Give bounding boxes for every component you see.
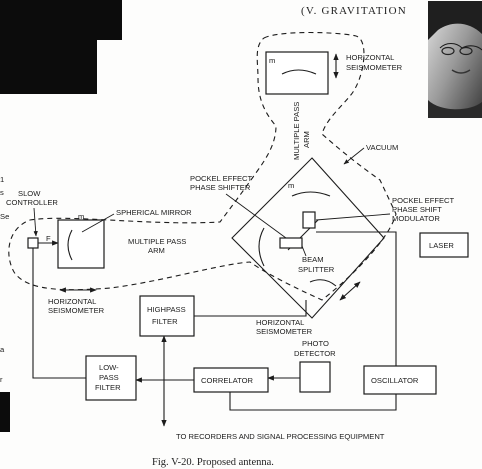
highpass-label-2: FILTER [152,317,178,326]
lowpass-label-3: FILTER [95,383,121,392]
center-bottom-mirror [310,280,336,286]
photo-detector-label-2: DETECTOR [294,349,336,358]
pockel-shifter-label-2: PHASE SHIFTER [190,183,251,192]
correlator-label: CORRELATOR [201,376,254,385]
laser-label: LASER [429,241,454,250]
scan-artifact-mid [0,40,97,94]
photo-detector-label-1: PHOTO [302,339,329,348]
horizontal-arm-label-1: MULTIPLE PASS [128,237,186,246]
pockel-phase-shifter-block [280,238,302,248]
pockel-modulator-label-3: MODULATOR [392,214,440,223]
vertical-arm-label-2: ARM [302,131,311,148]
pockel-modulator-label-1: POCKEL EFFECT [392,196,455,205]
margin-fragment-1: 1 [0,175,4,184]
pockel-shifter-leader [226,194,286,238]
center-seismometer-label-1: HORIZONTAL [256,318,304,327]
margin-fragment-2: s [0,188,4,197]
lowpass-label-2: PASS [99,373,119,382]
beam-splitter-label-1: BEAM [302,255,324,264]
highpass-filter-box [140,296,194,336]
central-vacuum-chamber [232,158,384,318]
beam-splitter-label-2: SPLITTER [298,265,335,274]
scan-artifact-top [0,0,122,40]
double-arrow-icon [340,282,360,300]
oscillator-label: OSCILLATOR [371,376,419,385]
slow-controller-leader [34,208,36,236]
margin-fragment-5: r [0,375,3,384]
figure-caption: Fig. V-20. Proposed antenna. [152,457,274,468]
oscillator-correlator-line [230,392,396,410]
slow-controller-label-2: CONTROLLER [6,198,58,207]
highpass-label-1: HIGHPASS [147,305,186,314]
top-seismometer-label-2: SEISMOMETER [346,63,403,72]
photo-detector-box [300,362,330,392]
center-left-mirror [259,228,264,266]
force-actuator [28,238,38,248]
center-seismometer-label-2: SEISMOMETER [256,327,313,336]
left-seismometer-label-2: SEISMOMETER [48,306,105,315]
top-mass-label: m [269,56,275,65]
pockel-modulator-label-2: PHASE SHIFT [392,205,442,214]
left-mass-label: m [78,212,84,221]
force-label: F [46,234,51,243]
recorders-label: TO RECORDERS AND SIGNAL PROCESSING EQUIP… [176,432,385,441]
center-top-mirror [292,192,330,196]
left-seismometer-mass [58,220,104,268]
horizontal-arm-label-2: ARM [148,246,165,255]
scan-artifact-bottom [0,392,10,432]
center-seismometer-line [194,300,306,316]
top-seismometer-label-1: HORIZONTAL [346,53,394,62]
left-seismometer-label-1: HORIZONTAL [48,297,96,306]
pockel-modulator-block [303,212,315,228]
pockel-shifter-label-1: POCKEL EFFECT [190,174,253,183]
vertical-arm-label-1: MULTIPLE PASS [292,102,301,160]
pockel-modulator-leader [316,214,390,220]
slow-controller-label-1: SLOW [18,189,41,198]
vacuum-label: VACUUM [366,143,398,152]
margin-fragment-3: Se [0,212,9,221]
lowpass-label-1: LOW- [99,363,119,372]
running-head: (V. GRAVITATION [301,5,407,17]
margin-fragment-4: a [0,345,5,354]
vacuum-leader [344,148,364,164]
spherical-mirror-label: SPHERICAL MIRROR [116,208,192,217]
center-mass-label: m [288,181,294,190]
portrait-photo-icon [428,1,482,118]
